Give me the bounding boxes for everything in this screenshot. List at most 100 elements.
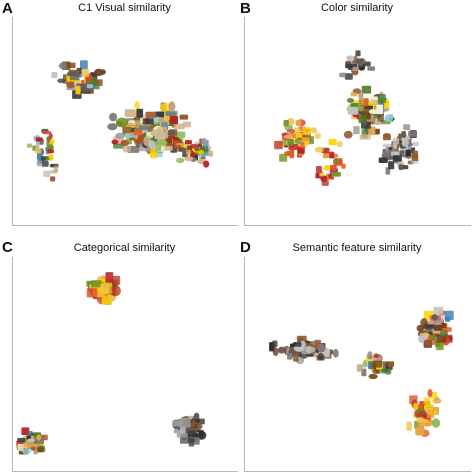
object-thumbnail [28, 430, 34, 435]
object-thumbnail [203, 160, 210, 168]
object-thumbnail [433, 306, 444, 315]
object-thumbnail [367, 66, 375, 71]
object-thumbnail [28, 443, 37, 448]
object-thumbnail [398, 164, 404, 170]
object-thumbnail [284, 150, 294, 157]
object-thumbnail [316, 166, 322, 173]
panel-b-axes [244, 17, 471, 226]
object-thumbnail [361, 85, 372, 94]
object-thumbnail [284, 125, 293, 130]
object-thumbnail [368, 101, 377, 106]
object-thumbnail [336, 141, 343, 148]
panel-b-cluster-warm [274, 117, 322, 162]
object-thumbnail [328, 138, 337, 146]
object-thumbnail [115, 117, 129, 128]
object-thumbnail [173, 123, 185, 130]
object-thumbnail [75, 85, 81, 95]
object-thumbnail [47, 144, 55, 151]
object-thumbnail [293, 342, 302, 347]
object-thumbnail [429, 334, 437, 340]
object-thumbnail [368, 109, 379, 115]
object-thumbnail [382, 143, 393, 148]
object-thumbnail [350, 92, 357, 97]
object-thumbnail [124, 109, 136, 118]
object-thumbnail [48, 154, 54, 162]
panel-b-title: Color similarity [320, 2, 394, 14]
object-thumbnail [21, 427, 30, 436]
object-thumbnail [194, 147, 200, 152]
object-thumbnail [197, 143, 203, 148]
object-thumbnail [46, 136, 51, 143]
object-thumbnail [378, 157, 388, 163]
object-thumbnail [69, 72, 80, 81]
object-thumbnail [346, 55, 355, 61]
object-thumbnail [37, 447, 44, 453]
panel-b-letter: B [240, 0, 251, 17]
panel-a-axes [12, 17, 238, 226]
object-thumbnail [66, 81, 76, 89]
object-thumbnail [339, 72, 347, 78]
object-thumbnail [367, 351, 373, 360]
object-thumbnail [445, 316, 451, 322]
panel-a-title: C1 Visual similarity [78, 2, 171, 14]
object-thumbnail [35, 137, 43, 142]
object-thumbnail [45, 157, 50, 161]
object-thumbnail [107, 123, 118, 131]
object-thumbnail [54, 165, 59, 173]
object-thumbnail [411, 150, 419, 159]
object-thumbnail [197, 149, 205, 155]
object-thumbnail [329, 164, 337, 171]
object-thumbnail [112, 285, 121, 297]
object-thumbnail [179, 437, 190, 444]
object-thumbnail [436, 335, 447, 343]
panel-c-cluster-animals [16, 427, 48, 455]
object-thumbnail [17, 444, 24, 452]
object-thumbnail [376, 104, 384, 115]
panel-a-cluster-left [27, 128, 59, 182]
object-thumbnail [348, 106, 358, 115]
panel-c-cluster-food [86, 272, 121, 305]
object-thumbnail [172, 420, 183, 427]
object-thumbnail [17, 437, 26, 443]
object-thumbnail [108, 295, 116, 302]
object-thumbnail [359, 134, 371, 140]
object-thumbnail [50, 176, 56, 182]
object-thumbnail [413, 402, 419, 411]
object-thumbnail [416, 324, 424, 332]
panel-b-cluster-top [339, 50, 375, 80]
object-thumbnail [304, 141, 309, 146]
object-thumbnail [355, 50, 361, 57]
object-thumbnail [420, 318, 428, 327]
object-thumbnail [374, 128, 380, 135]
object-thumbnail [169, 116, 178, 125]
object-thumbnail [57, 78, 66, 84]
object-thumbnail [384, 133, 390, 138]
object-thumbnail [27, 438, 36, 443]
object-thumbnail [145, 111, 157, 118]
object-thumbnail [363, 98, 369, 107]
object-thumbnail [36, 434, 42, 441]
object-thumbnail [355, 58, 363, 65]
object-thumbnail [403, 124, 411, 131]
object-thumbnail [412, 141, 420, 147]
object-thumbnail [279, 153, 288, 162]
object-thumbnail [353, 126, 360, 135]
object-thumbnail [317, 343, 325, 353]
object-thumbnail [138, 125, 149, 131]
object-thumbnail [201, 138, 207, 144]
object-thumbnail [284, 134, 293, 139]
object-thumbnail [105, 272, 114, 283]
object-thumbnail [381, 368, 392, 374]
object-thumbnail [405, 149, 411, 157]
panel-d-axes [244, 257, 471, 472]
object-thumbnail [329, 151, 335, 159]
panel-b-cluster-grey [378, 124, 420, 175]
object-thumbnail [432, 398, 442, 404]
panel-d-title: Semantic feature similarity [292, 242, 422, 254]
panel-a-cluster-upper-left [51, 60, 106, 99]
object-thumbnail [51, 72, 58, 79]
object-thumbnail [182, 121, 191, 128]
object-thumbnail [305, 346, 316, 354]
object-thumbnail [324, 164, 330, 171]
object-thumbnail [373, 120, 383, 125]
